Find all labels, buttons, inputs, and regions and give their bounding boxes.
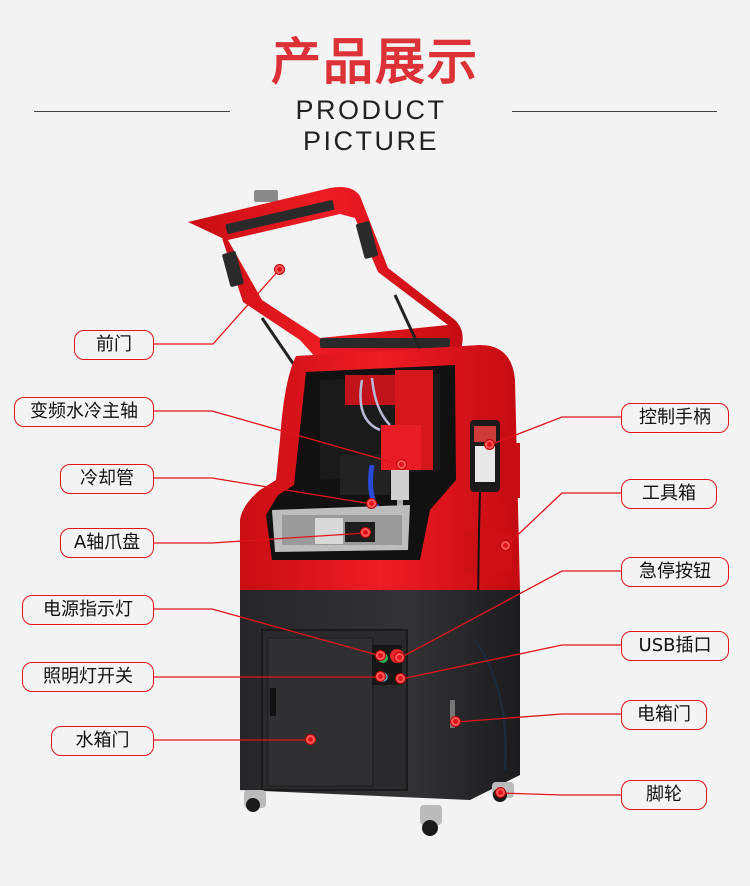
marker-electrical-door xyxy=(451,717,460,726)
front-door-lid xyxy=(188,187,463,401)
callout-usb-port[interactable]: USB插口 xyxy=(621,631,729,661)
callout-power-indicator[interactable]: 电源指示灯 xyxy=(22,595,154,625)
callout-caster-wheel[interactable]: 脚轮 xyxy=(621,780,707,810)
callout-toolbox[interactable]: 工具箱 xyxy=(621,479,717,509)
page-title: 产品展示 xyxy=(271,33,479,91)
marker-pendant xyxy=(485,440,494,449)
marker-toolbox xyxy=(501,541,510,550)
marker-a-axis-chuck xyxy=(361,528,370,537)
page-subtitle: PRODUCT PICTURE xyxy=(295,95,447,156)
divider-right xyxy=(512,111,717,112)
callout-coolant-tube[interactable]: 冷却管 xyxy=(60,464,154,494)
callout-control-pendant[interactable]: 控制手柄 xyxy=(621,403,729,433)
marker-coolant-tube xyxy=(367,499,376,508)
marker-spindle xyxy=(397,460,406,469)
callout-emergency-stop[interactable]: 急停按钮 xyxy=(621,557,729,587)
callout-a-axis-chuck[interactable]: A轴爪盘 xyxy=(60,528,154,558)
callout-water-tank-door[interactable]: 水箱门 xyxy=(51,726,154,756)
marker-power-indicator xyxy=(376,651,385,660)
callout-light-switch[interactable]: 照明灯开关 xyxy=(22,662,154,692)
subtitle-row: PRODUCT PICTURE xyxy=(0,95,750,156)
marker-front-door xyxy=(275,265,284,274)
marker-caster xyxy=(496,788,505,797)
marker-water-tank-door xyxy=(306,735,315,744)
marker-estop xyxy=(395,653,404,662)
callout-water-cooled-spindle[interactable]: 变频水冷主轴 xyxy=(14,397,154,427)
callout-front-door[interactable]: 前门 xyxy=(74,330,154,360)
callout-electrical-box-door[interactable]: 电箱门 xyxy=(621,700,707,730)
marker-usb xyxy=(396,674,405,683)
divider-left xyxy=(34,111,230,112)
marker-light-switch xyxy=(376,672,385,681)
